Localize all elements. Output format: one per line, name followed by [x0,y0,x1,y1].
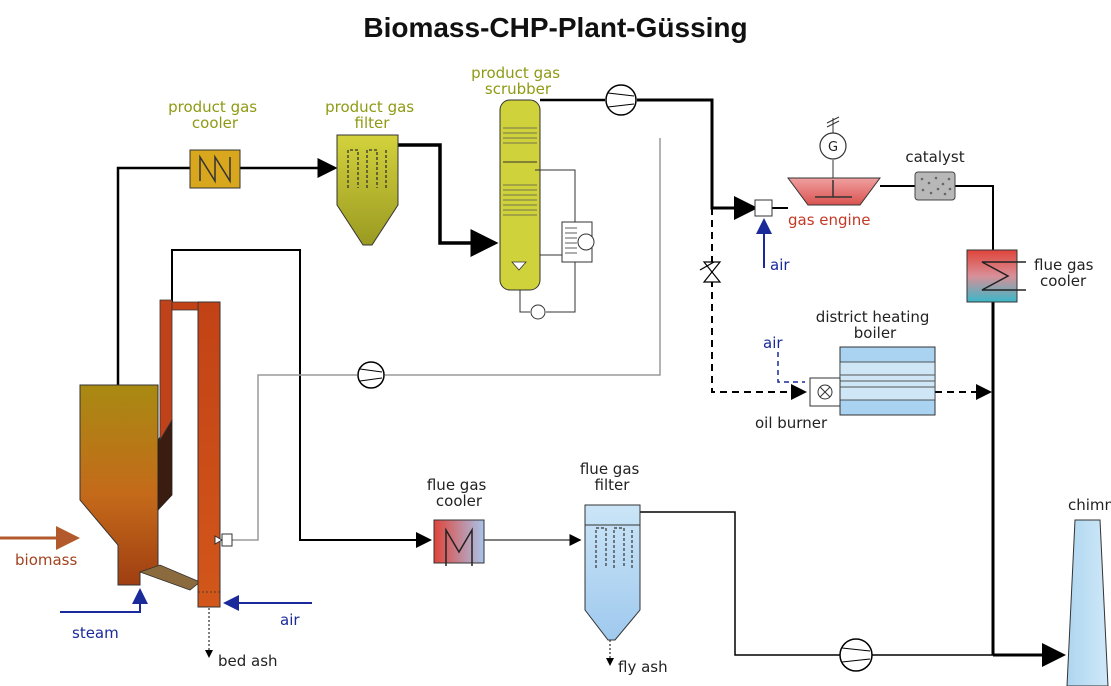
catalyst [914,171,956,201]
product-gas-cooler [189,149,241,189]
label-bed-ash: bed ash [218,652,278,670]
gas-engine [754,116,881,217]
label-gas-engine: gas engine [788,211,870,229]
label-flue-gas-cooler-top: flue gas cooler [1034,256,1098,290]
flue-gas-fan-icon [839,638,873,672]
label-biomass: biomass [15,551,77,569]
label-boiler-air: air [763,334,783,352]
label-catalyst: catalyst [905,148,964,166]
district-heating-boiler [809,346,936,416]
chimney [1066,519,1109,686]
label-product-gas-filter: product gas filter [325,98,419,132]
flue-gas-cooler-bottom [433,519,485,566]
label-steam: steam [72,624,119,642]
label-generator: G [828,140,838,155]
product-gas-filter [336,134,399,246]
product-gas-line [116,98,994,385]
diagram-title: Biomass-CHP-Plant-Güssing [363,12,748,43]
flue-gas-cooler-top [966,249,1026,303]
label-product-gas-scrubber: product gas scrubber [471,64,565,98]
combustion-reactor [171,301,233,608]
recirculation-blower-icon [357,361,385,389]
product-gas-scrubber [499,99,595,320]
scrubber-cooler-icon [577,233,595,251]
scrubber-pump-icon [530,304,546,320]
flue-gas-filter [584,504,641,641]
label-oil-burner: oil burner [755,414,828,432]
exhaust-line [171,249,1066,667]
label-product-gas-cooler: product gas cooler [168,98,262,132]
recirculation-line [232,138,661,541]
label-gasifier-air: air [280,611,300,629]
label-flue-gas-cooler-bottom: flue gas cooler [427,476,491,510]
label-district-heating-boiler: district heating boiler [816,308,934,342]
label-flue-gas-filter: flue gas filter [580,460,644,494]
label-chimney: chimney [1068,496,1111,514]
label-fly-ash: fly ash [618,658,668,676]
product-gas-blower-icon [605,84,637,116]
label-engine-air: air [770,256,790,274]
gasifier [79,299,201,591]
steam-arrow [60,588,148,613]
bypass-valve-icon [699,261,722,283]
